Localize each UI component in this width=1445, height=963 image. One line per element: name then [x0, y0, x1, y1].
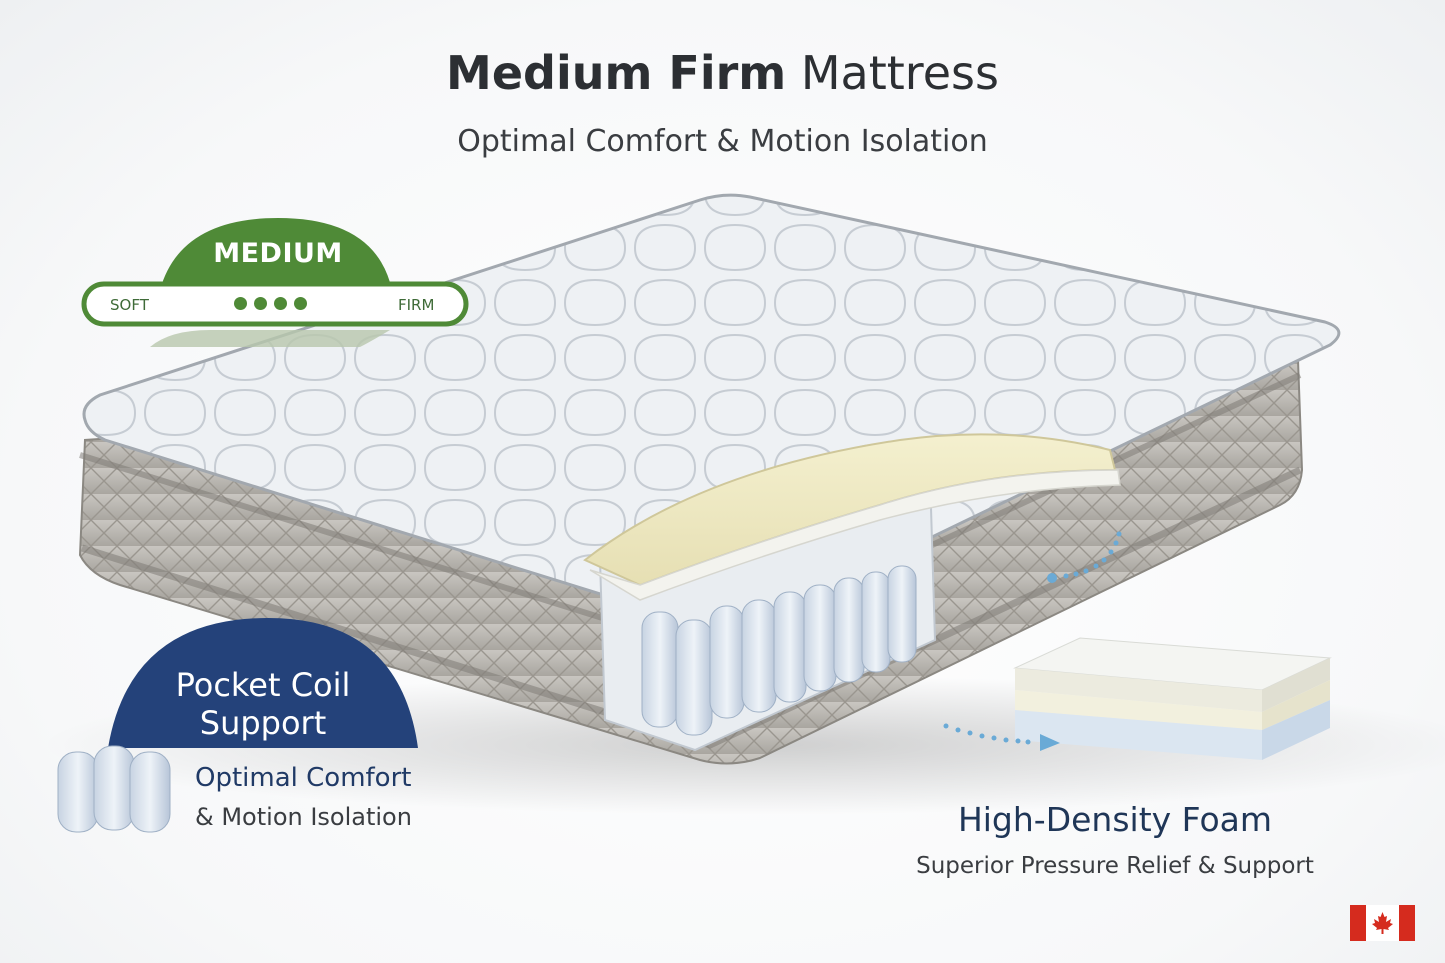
title-rest: Mattress	[786, 46, 999, 100]
canada-flag-icon	[1350, 905, 1415, 941]
pocket-coil-title: Pocket Coil Support	[175, 666, 351, 742]
foam-desc: Superior Pressure Relief & Support	[916, 853, 1314, 879]
firmness-badge-dome	[160, 218, 392, 290]
pocket-coils	[641, 565, 917, 736]
scale-soft-label: SOFT	[110, 296, 149, 314]
firmness-dot	[274, 297, 287, 310]
motion-dots	[1047, 531, 1122, 583]
foam-layers-icon	[1013, 637, 1332, 760]
pocket-coil-dome	[108, 618, 418, 748]
scale-firm-label: FIRM	[398, 296, 435, 314]
pocket-coil-desc-line2: & Motion Isolation	[195, 803, 412, 831]
firmness-level-label: MEDIUM	[213, 238, 343, 269]
foam-arrow-dots	[943, 723, 1060, 751]
title-bold: Medium Firm	[446, 46, 787, 100]
firmness-dot	[294, 297, 307, 310]
foam-title: High-Density Foam	[957, 800, 1273, 839]
page-subtitle: Optimal Comfort & Motion Isolation	[457, 124, 988, 159]
firmness-dot	[254, 297, 267, 310]
pocket-coil-icon	[57, 745, 171, 833]
firmness-dot	[234, 297, 247, 310]
pocket-coil-desc-line1: Optimal Comfort	[195, 763, 412, 793]
page-title: Medium Firm Mattress	[0, 46, 1445, 100]
